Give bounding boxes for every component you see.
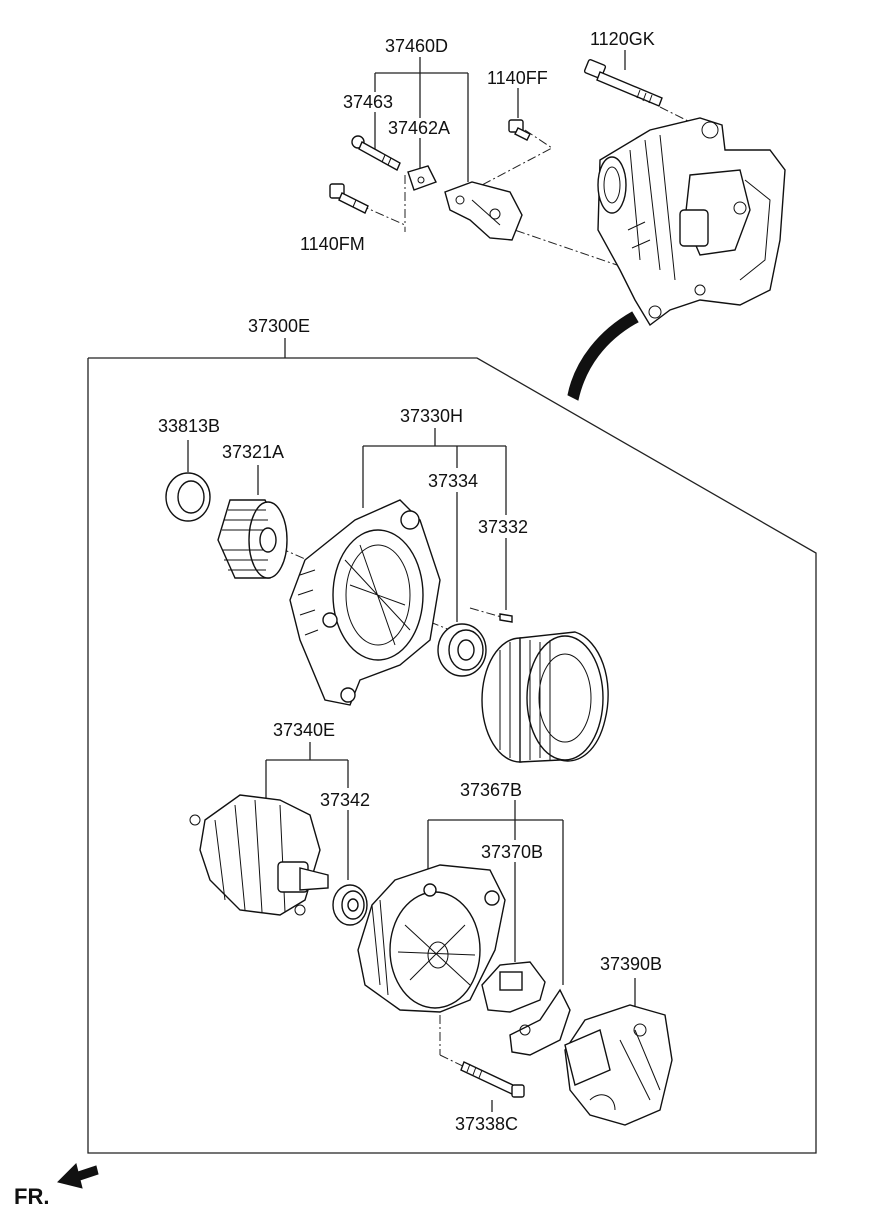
front-label: FR. (14, 1184, 49, 1209)
bolt-37463 (351, 135, 401, 171)
label-33813B: 33813B (158, 416, 220, 436)
regulator-37370B (481, 961, 571, 1056)
pulley-37321A (217, 499, 288, 579)
rotor-37340E (189, 794, 329, 916)
label-1120GK: 1120GK (590, 29, 655, 49)
label-37300E: 37300E (248, 316, 310, 336)
bolt-37338C (460, 1061, 525, 1098)
front-arrow-icon (57, 1163, 99, 1189)
label-37340E: 37340E (273, 720, 335, 740)
part-labels: 37460D 1120GK 1140FF 37463 37462A 1140FM… (158, 29, 662, 1134)
label-37367B: 37367B (460, 780, 522, 800)
spacer-ring-33813B (165, 472, 211, 522)
screw-37332 (499, 613, 513, 623)
bolt-1120GK (583, 59, 663, 107)
leader-lines (87, 50, 817, 1154)
label-1140FF: 1140FF (487, 68, 548, 88)
assembly-arrow (567, 311, 639, 401)
bolt-1140FM (329, 183, 369, 214)
label-37334: 37334 (428, 471, 478, 491)
bracket-37460D (444, 181, 523, 241)
rear-cover-37390B (564, 1004, 673, 1126)
label-1140FM: 1140FM (300, 234, 365, 254)
bolt-1140FF (508, 119, 531, 141)
label-37330H: 37330H (400, 406, 463, 426)
clip-37462A (407, 165, 437, 191)
bearing-37334 (437, 623, 487, 677)
label-37370B: 37370B (481, 842, 543, 862)
alternator-assembly (597, 117, 786, 327)
label-37332: 37332 (478, 517, 528, 537)
front-housing-37330H (289, 499, 441, 706)
label-37460D: 37460D (385, 36, 448, 56)
bearing-37342 (332, 884, 368, 926)
stator (481, 631, 609, 763)
front-direction-indicator: FR. (14, 1163, 99, 1209)
label-37390B: 37390B (600, 954, 662, 974)
label-37342: 37342 (320, 790, 370, 810)
rear-housing-37367B (357, 864, 506, 1013)
label-37462A: 37462A (388, 118, 450, 138)
label-37321A: 37321A (222, 442, 284, 462)
label-37338C: 37338C (455, 1114, 518, 1134)
label-37463: 37463 (343, 92, 393, 112)
